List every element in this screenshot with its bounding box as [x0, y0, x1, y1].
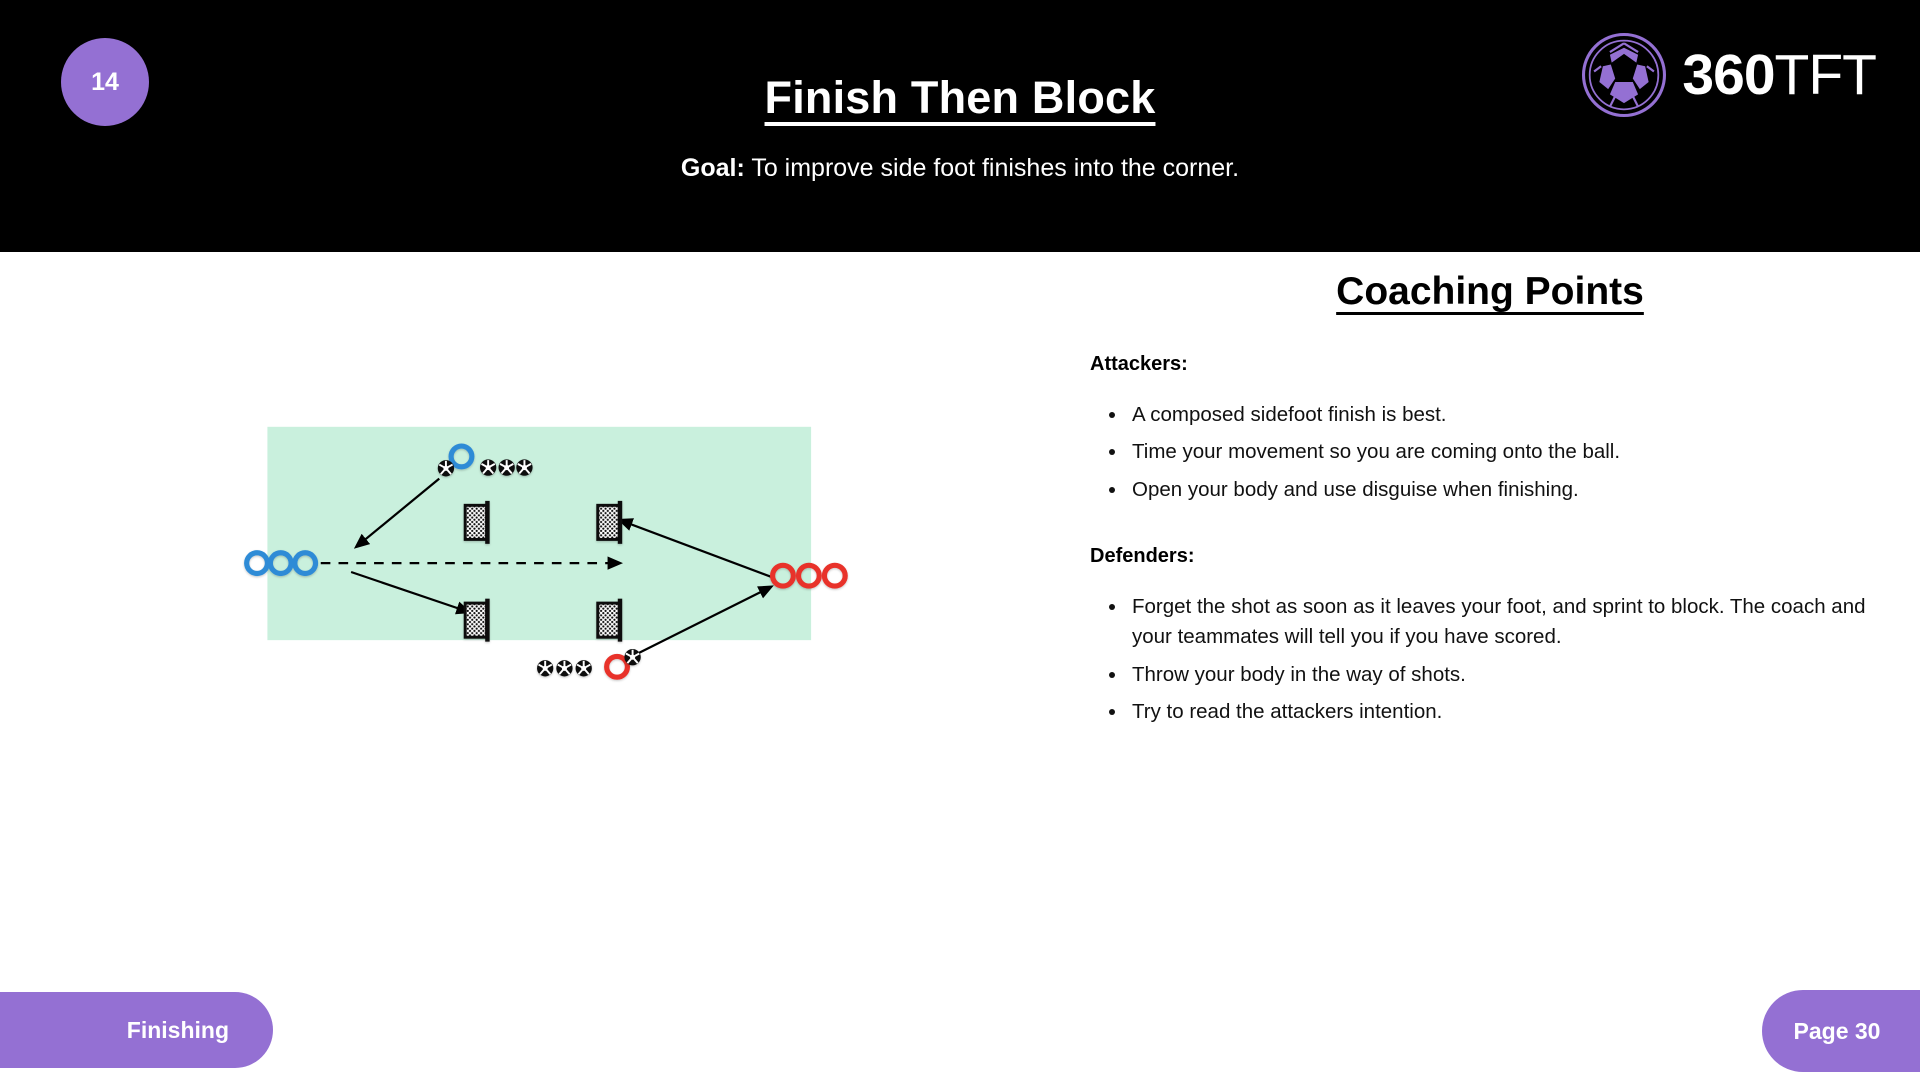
defender-queue-1 — [770, 562, 796, 589]
coaching-point: Time your movement so you are coming ont… — [1128, 437, 1890, 467]
soccer-ball-icon — [1582, 32, 1667, 118]
coaching-group-attackers: Attackers: A composed sidefoot finish is… — [1090, 353, 1890, 505]
coaching-point: Try to read the attackers intention. — [1128, 697, 1890, 727]
drill-diagram-svg — [244, 426, 848, 680]
ball-icon — [537, 660, 554, 677]
attacker-queue-3 — [292, 550, 319, 577]
attacker-markers — [244, 443, 475, 577]
defender-server-bottom — [604, 653, 630, 680]
session-category-tag: Finishing — [0, 992, 273, 1068]
mini-goal-bottom-right — [596, 598, 623, 642]
ball-icon — [624, 649, 641, 666]
header-title-block: Finish Then Block Goal: To improve side … — [0, 0, 1920, 183]
attacker-server-top — [448, 443, 475, 470]
brand-logo-text: 360TFT — [1682, 46, 1877, 104]
drill-diagram — [0, 252, 1080, 972]
coaching-point: Forget the shot as soon as it leaves you… — [1128, 592, 1890, 653]
drill-number-text: 14 — [91, 67, 119, 96]
drill-number-badge: 14 — [61, 38, 149, 126]
coaching-point: Throw your body in the way of shots. — [1128, 660, 1890, 690]
goal-text: To improve side foot finishes into the c… — [751, 154, 1240, 182]
arrow-run-from-top-server — [353, 477, 440, 549]
ball-icon — [575, 660, 592, 677]
coaching-point: Open your body and use disguise when fin… — [1128, 475, 1890, 505]
coaching-points-list: Forget the shot as soon as it leaves you… — [1090, 592, 1890, 727]
session-category-label: Finishing — [126, 1016, 229, 1043]
page-number-tag: Page 30 — [1762, 990, 1920, 1072]
coaching-points-panel: Coaching Points Attackers: A composed si… — [1090, 252, 1890, 734]
page-number-label: Page 30 — [1793, 1017, 1881, 1044]
movement-arrows — [320, 477, 775, 661]
ball-icon — [498, 459, 515, 476]
defender-queue-2 — [795, 562, 822, 589]
arrow-shot-to-top-goal — [617, 518, 775, 579]
coaching-points-list: A composed sidefoot finish is best. Time… — [1090, 400, 1890, 505]
ball-icon — [437, 460, 455, 477]
slide-header: 14 Finish Then Block Goal: To improve si… — [0, 0, 1920, 252]
attacker-queue-2 — [267, 550, 294, 577]
attacker-queue-1 — [244, 550, 270, 577]
defender-markers — [604, 562, 848, 680]
coaching-point: A composed sidefoot finish is best. — [1128, 400, 1890, 430]
ball-icon — [556, 660, 573, 677]
coaching-group-defenders: Defenders: Forget the shot as soon as it… — [1090, 545, 1890, 727]
brand-logo: 360TFT — [1580, 31, 1877, 119]
coaching-group-heading: Attackers: — [1090, 353, 1188, 375]
mini-goal-bottom-left — [463, 598, 490, 642]
logo-text-bold: 360 — [1682, 42, 1775, 107]
mini-goals — [463, 500, 623, 642]
coaching-group-heading: Defenders: — [1090, 544, 1195, 567]
logo-text-light: TFT — [1774, 42, 1877, 107]
coaching-points-title: Coaching Points — [1336, 270, 1644, 313]
arrow-run-to-bottom-goal — [350, 570, 472, 615]
mini-goal-top-right — [596, 500, 623, 544]
mini-goal-top-left — [463, 500, 490, 544]
ball-icon — [480, 459, 497, 476]
arrow-run-from-bottom-server — [625, 585, 774, 661]
page-title: Finish Then Block — [764, 72, 1156, 123]
ball-markers — [437, 459, 641, 677]
ball-icon — [516, 459, 533, 476]
defender-queue-3 — [821, 562, 848, 589]
pitch-area — [267, 426, 812, 641]
goal-line: Goal: To improve side foot finishes into… — [0, 154, 1920, 183]
goal-label: Goal: — [680, 154, 745, 182]
